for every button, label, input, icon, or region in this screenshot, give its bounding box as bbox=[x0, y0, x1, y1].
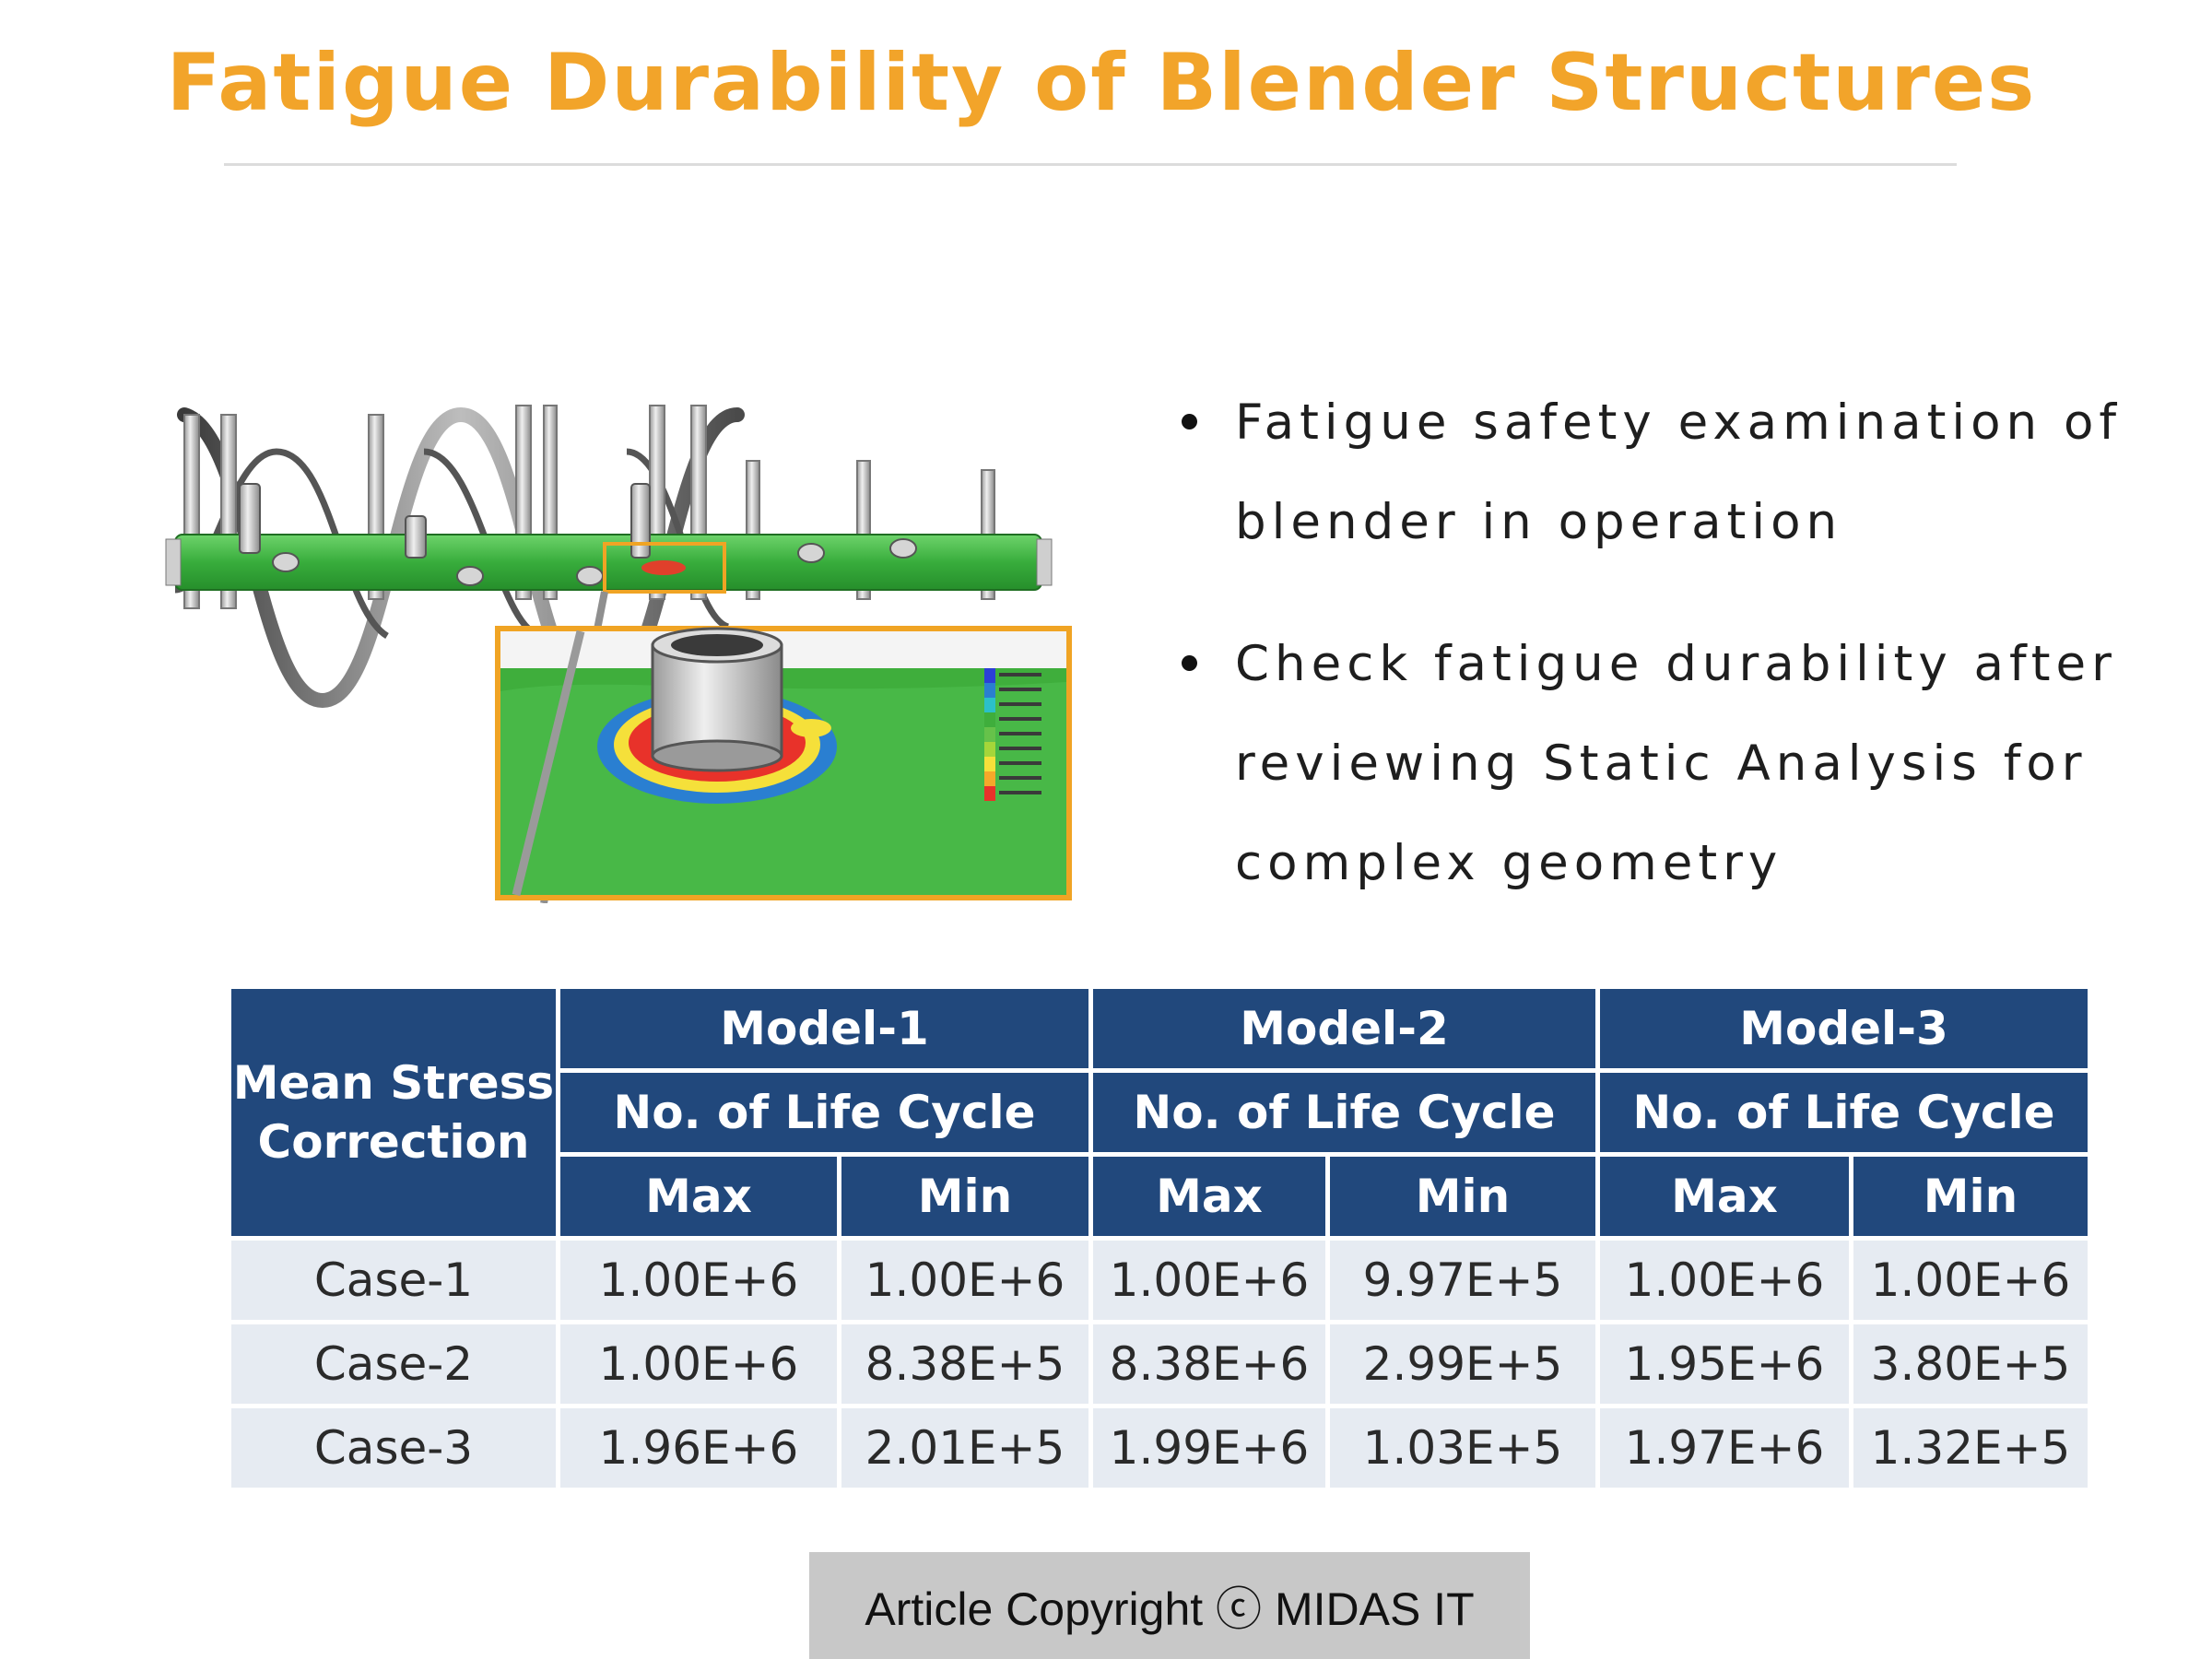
max-header: Max bbox=[1093, 1157, 1325, 1236]
table-cell: 1.32E+5 bbox=[1853, 1408, 2088, 1488]
table-cell: 1.99E+6 bbox=[1093, 1408, 1325, 1488]
bullet-item: Check fatigue durability after reviewing… bbox=[1171, 615, 2194, 913]
min-header: Min bbox=[1853, 1157, 2088, 1236]
table-cell: 1.03E+5 bbox=[1330, 1408, 1595, 1488]
bullet-item: Fatigue safety examination of blender in… bbox=[1171, 373, 2194, 572]
table-cell: 9.97E+5 bbox=[1330, 1241, 1595, 1320]
contour-legend bbox=[984, 668, 1041, 801]
table-cell: 2.01E+5 bbox=[841, 1408, 1088, 1488]
table-cell: 1.97E+6 bbox=[1600, 1408, 1849, 1488]
life-cycle-header: No. of Life Cycle bbox=[1600, 1073, 2088, 1152]
life-cycle-header: No. of Life Cycle bbox=[1093, 1073, 1595, 1152]
model-header: Model-2 bbox=[1093, 989, 1595, 1068]
table-cell: 1.00E+6 bbox=[560, 1241, 837, 1320]
max-header: Max bbox=[1600, 1157, 1849, 1236]
table-row: Case-1 1.00E+6 1.00E+6 1.00E+6 9.97E+5 1… bbox=[231, 1241, 2088, 1320]
bullet-list: Fatigue safety examination of blender in… bbox=[1171, 373, 2194, 956]
page-title: Fatigue Durability of Blender Structures bbox=[166, 37, 2037, 129]
detail-marker-frame bbox=[603, 542, 726, 594]
title-divider bbox=[224, 163, 1957, 166]
min-header: Min bbox=[841, 1157, 1088, 1236]
case-label: Case-1 bbox=[231, 1241, 556, 1320]
case-label: Case-3 bbox=[231, 1408, 556, 1488]
table-cell: 8.38E+5 bbox=[841, 1324, 1088, 1404]
corner-header: Mean Stress Correction bbox=[231, 989, 556, 1236]
table-cell: 8.38E+6 bbox=[1093, 1324, 1325, 1404]
fatigue-results-table: Mean Stress Correction Model-1 Model-2 M… bbox=[227, 984, 2092, 1492]
table-row: Case-2 1.00E+6 8.38E+5 8.38E+6 2.99E+5 1… bbox=[231, 1324, 2088, 1404]
table-cell: 1.00E+6 bbox=[1853, 1241, 2088, 1320]
bullet-text: Check fatigue durability after reviewing… bbox=[1235, 636, 2117, 891]
stress-contour-inset bbox=[495, 626, 1072, 900]
bullet-text: Fatigue safety examination of blender in… bbox=[1235, 394, 2123, 550]
blender-fatigue-figure bbox=[165, 405, 1072, 903]
shaft-bosses bbox=[272, 538, 917, 586]
bullet-dot-icon bbox=[1182, 655, 1197, 671]
case-label: Case-2 bbox=[231, 1324, 556, 1404]
table-row: Case-3 1.96E+6 2.01E+5 1.99E+6 1.03E+5 1… bbox=[231, 1408, 2088, 1488]
table-cell: 1.95E+6 bbox=[1600, 1324, 1849, 1404]
model-header: Model-1 bbox=[560, 989, 1088, 1068]
table-cell: 2.99E+5 bbox=[1330, 1324, 1595, 1404]
life-cycle-header: No. of Life Cycle bbox=[560, 1073, 1088, 1152]
table-cell: 1.96E+6 bbox=[560, 1408, 837, 1488]
table-cell: 3.80E+5 bbox=[1853, 1324, 2088, 1404]
model-header: Model-3 bbox=[1600, 989, 2088, 1068]
table-cell: 1.00E+6 bbox=[1600, 1241, 1849, 1320]
table-cell: 1.00E+6 bbox=[841, 1241, 1088, 1320]
table-cell: 1.00E+6 bbox=[560, 1324, 837, 1404]
shaft-stubs bbox=[239, 483, 651, 559]
min-header: Min bbox=[1330, 1157, 1595, 1236]
table-cell: 1.00E+6 bbox=[1093, 1241, 1325, 1320]
max-header: Max bbox=[560, 1157, 837, 1236]
copyright-notice: Article Copyright ⓒ MIDAS IT bbox=[809, 1552, 1530, 1659]
bullet-dot-icon bbox=[1182, 414, 1197, 429]
